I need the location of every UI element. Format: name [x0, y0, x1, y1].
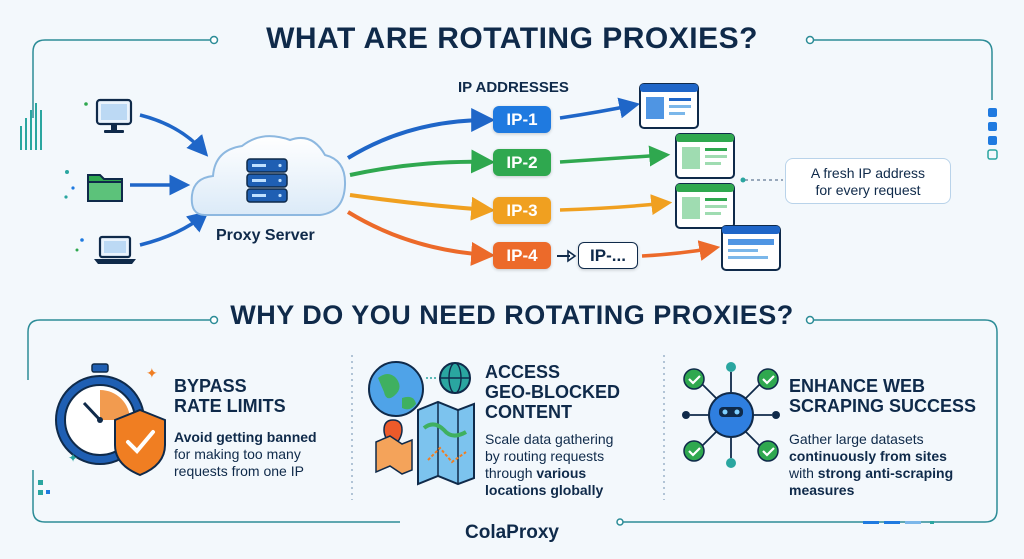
svg-text:✦: ✦ — [146, 366, 158, 382]
benefit-text-line: locations globally — [485, 482, 604, 498]
small-globe-icon — [426, 362, 471, 394]
benefit-title-rate-limits: BYPASS RATE LIMITS — [174, 376, 286, 416]
benefit-title-scraping: ENHANCE WEB SCRAPING SUCCESS — [789, 376, 976, 416]
browser-window-icon — [639, 83, 699, 129]
globe-icon — [368, 361, 424, 417]
benefit-text-line: with strong anti-scraping — [789, 465, 954, 481]
browser-window-icon — [721, 225, 781, 271]
benefit-title-line: SCRAPING SUCCESS — [789, 396, 977, 416]
ip-badge-2: IP-2 — [493, 149, 551, 176]
benefit-title-line: RATE LIMITS — [174, 396, 286, 416]
main-title: WHAT ARE ROTATING PROXIES? — [266, 22, 758, 55]
fresh-ip-note: A fresh IP address for every request — [785, 158, 951, 204]
note-line-2: for every request — [815, 182, 921, 198]
scraper-network-icon — [690, 372, 772, 458]
benefit-title-line: ACCESS — [485, 362, 561, 382]
benefit-title-line: GEO-BLOCKED — [485, 382, 620, 402]
benefit-text-line: Avoid getting banned — [174, 429, 317, 445]
benefit-text-rate-limits: Avoid getting banned for making too many… — [174, 429, 317, 480]
benefit-text-scraping: Gather large datasets continuously from … — [789, 431, 953, 499]
benefit-title-geo-blocked: ACCESS GEO-BLOCKED CONTENT — [485, 362, 620, 422]
svg-text:✦: ✦ — [68, 451, 78, 465]
check-node-icon — [682, 362, 780, 468]
location-pin-icon — [375, 419, 413, 475]
browser-window-icon — [675, 183, 735, 229]
server-icon — [246, 158, 288, 203]
benefit-text-line: measures — [789, 482, 855, 498]
benefit-text-line: Gather large datasets — [789, 431, 924, 447]
benefit-text-line: Scale data gathering — [485, 431, 614, 447]
ip-badge-4: IP-4 — [493, 242, 551, 269]
map-icon — [417, 400, 475, 486]
section-title: WHY DO YOU NEED ROTATING PROXIES? — [230, 300, 794, 330]
benefit-title-line: CONTENT — [485, 402, 572, 422]
folder-icon — [87, 174, 123, 202]
browser-window-icon — [675, 133, 735, 179]
ip-badge-1: IP-1 — [493, 106, 551, 133]
ip-badge-3: IP-3 — [493, 197, 551, 224]
ip-addresses-header: IP ADDRESSES — [458, 79, 569, 96]
desktop-icon — [95, 98, 133, 133]
benefit-text-geo-blocked: Scale data gathering by routing requests… — [485, 431, 613, 499]
shield-check-icon — [114, 408, 166, 477]
benefit-text-line: through various — [485, 465, 587, 481]
proxy-diagram — [64, 83, 783, 271]
benefit-text-line: requests from one IP — [174, 463, 304, 479]
benefit-text-line: for making too many — [174, 446, 301, 462]
benefit-text-line: continuously from sites — [789, 448, 947, 464]
benefit-title-line: ENHANCE WEB — [789, 376, 926, 396]
note-line-1: A fresh IP address — [810, 165, 926, 181]
brand-logo-text: ColaProxy — [465, 522, 559, 543]
robot-icon — [708, 392, 754, 438]
laptop-icon — [94, 235, 136, 264]
benefit-title-line: BYPASS — [174, 376, 247, 396]
benefit-text-line: by routing requests — [485, 448, 605, 464]
proxy-cloud-icon — [190, 135, 347, 216]
proxy-server-label: Proxy Server — [216, 227, 315, 244]
ip-badge-more: IP-... — [578, 242, 638, 269]
